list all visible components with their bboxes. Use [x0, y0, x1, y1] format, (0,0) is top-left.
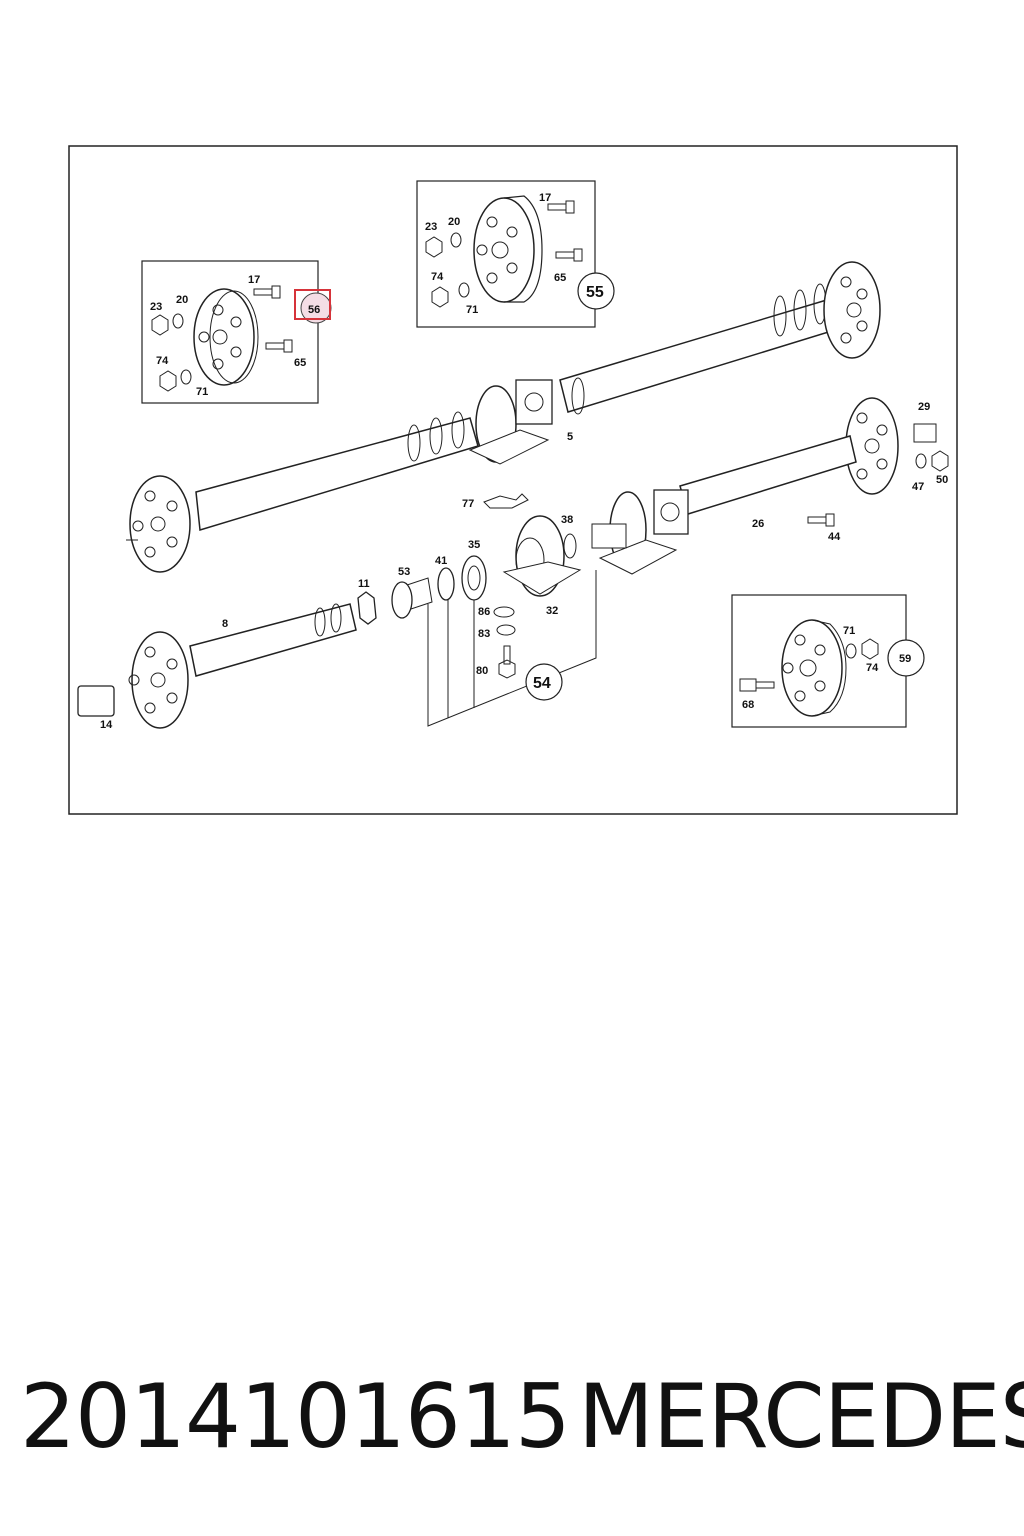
part-number: 2014101615: [20, 1365, 571, 1468]
highlight-box-56: [294, 289, 331, 320]
label-77: 77: [462, 498, 474, 510]
callout-56: 56: [308, 304, 320, 316]
label-74: 74: [156, 355, 169, 367]
label-20: 20: [448, 216, 460, 228]
label-83: 83: [478, 628, 490, 640]
lower-shaft: 8 14: [77, 603, 357, 731]
rear-driveshaft: 29 47 50 26 44: [591, 397, 949, 575]
label-11: 11: [358, 578, 370, 590]
label-17: 17: [248, 274, 260, 286]
inset-box-56: 17 20 23 74 71 65 56: [141, 260, 332, 404]
label-23: 23: [150, 301, 162, 313]
label-71: 71: [196, 386, 208, 398]
label-74: 74: [866, 662, 879, 674]
callout-55: 55: [586, 284, 604, 301]
label-14: 14: [100, 719, 113, 731]
label-74: 74: [431, 271, 444, 283]
label-35: 35: [468, 539, 480, 551]
label-65: 65: [294, 357, 306, 369]
label-8: 8: [222, 618, 228, 630]
label-50: 50: [936, 474, 948, 486]
label-86: 86: [478, 606, 490, 618]
driveshaft-parts-diagram: 17 20 23 74 71 65 56 17 20 23 74 71 65: [68, 145, 958, 815]
label-53: 53: [398, 566, 410, 578]
label-32: 32: [546, 605, 558, 617]
label-5: 5: [567, 431, 573, 443]
label-47: 47: [912, 481, 924, 493]
callout-54: 54: [533, 675, 551, 692]
label-41: 41: [435, 555, 447, 567]
label-20: 20: [176, 294, 188, 306]
label-23: 23: [425, 221, 437, 233]
brand-name: MERCEDES: [578, 1365, 1024, 1468]
label-44: 44: [828, 531, 841, 543]
label-71: 71: [843, 625, 855, 637]
label-80: 80: [476, 665, 488, 677]
front-driveshaft: 5: [126, 261, 881, 573]
center-bearing-group: 77 38 32 35 41 53 11 86 83 80 54: [357, 493, 597, 727]
label-38: 38: [561, 514, 573, 526]
inset-box-59: 71 74 68 59: [731, 594, 925, 728]
label-26: 26: [752, 518, 764, 530]
diagram-frame: [68, 145, 958, 815]
callout-59: 59: [899, 653, 911, 665]
label-17: 17: [539, 192, 551, 204]
label-68: 68: [742, 699, 754, 711]
label-71: 71: [466, 304, 478, 316]
inset-box-55: 17 20 23 74 71 65 55: [416, 180, 615, 328]
label-65: 65: [554, 272, 566, 284]
label-29: 29: [918, 401, 930, 413]
